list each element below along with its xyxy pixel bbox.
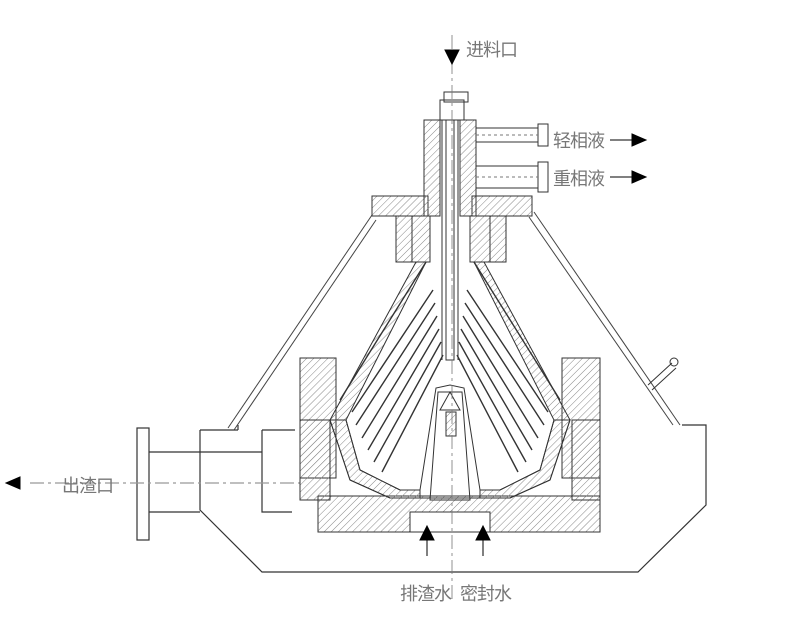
feed-inlet-label: 进料口 <box>466 40 518 61</box>
rotor-bowl <box>329 261 571 501</box>
slag-outlet-pipe <box>30 427 300 541</box>
machine-frame <box>199 424 707 573</box>
slag-outlet-label: 出渣口 <box>62 476 114 497</box>
light-phase-arrow <box>631 133 648 147</box>
feed-inlet-arrow <box>444 49 460 66</box>
heavy-phase-label: 重相液 <box>553 169 605 190</box>
discharge-pipes <box>475 123 549 193</box>
conical-cover <box>227 211 681 431</box>
disc-stack <box>339 261 561 473</box>
seal-water-label: 密封水 <box>460 584 512 605</box>
pressure-gauge <box>647 357 679 391</box>
bowl-housing <box>299 357 601 533</box>
heavy-phase-arrow <box>631 170 648 184</box>
flow-arrows <box>4 49 648 556</box>
distributor <box>439 390 461 437</box>
light-phase-label: 轻相液 <box>553 131 605 152</box>
slag-outlet-arrow <box>4 476 21 490</box>
discharge-water-label: 排渣水 <box>400 584 452 605</box>
